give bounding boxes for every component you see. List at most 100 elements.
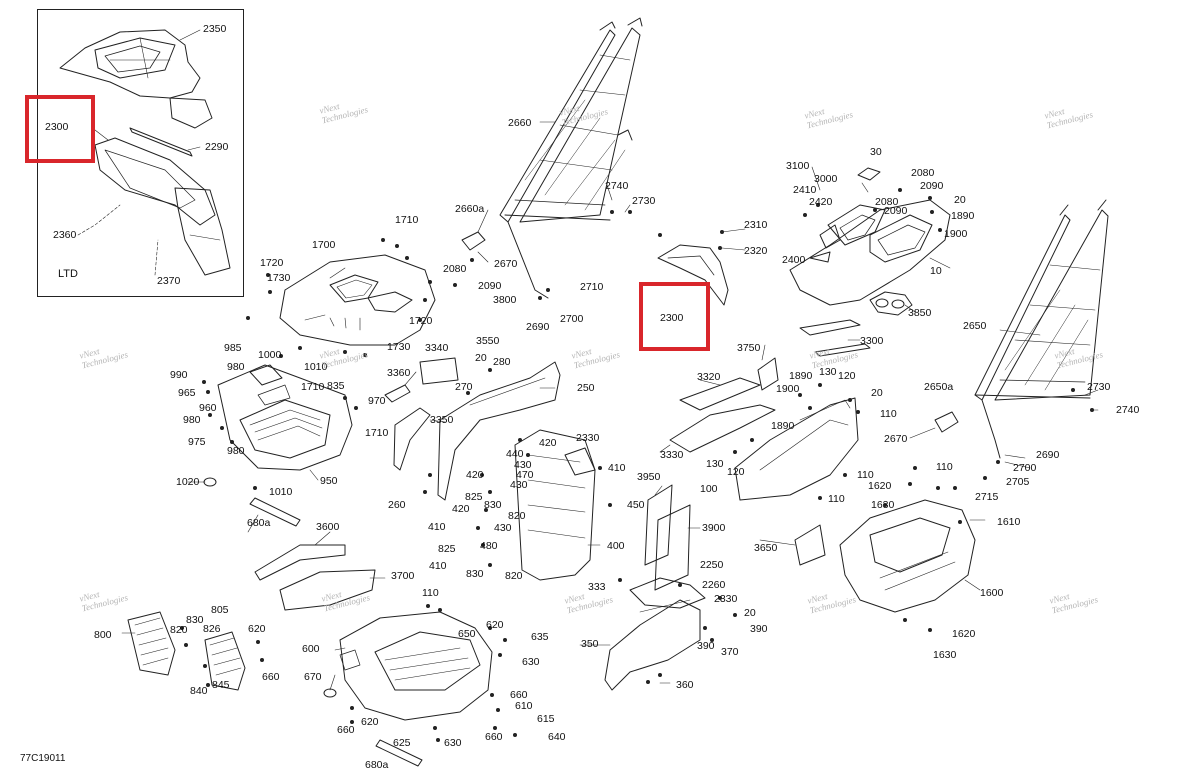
part-number-label: 1600 [980,587,1004,599]
part-number-label: 980 [227,361,245,373]
rubber-feet [203,477,337,698]
right-side-net-frame [974,199,1109,459]
part-number-label: 2360 [53,229,77,241]
part-3700-panel [279,569,376,611]
part-number-label: 825 [465,491,483,503]
part-number-label: 2300 [660,312,684,324]
part-number-label: 2090 [920,180,944,192]
inset-label-ltd: LTD [58,268,78,280]
part-number-label: 20 [954,194,966,206]
part-number-label: 3950 [637,471,661,483]
rear-bin-1600 [839,499,976,613]
part-number-label: 2710 [580,281,604,293]
part-number-label: 620 [361,716,379,728]
part-number-label: 660 [485,731,503,743]
inset-strip [129,127,193,157]
part-number-label: 2660a [455,203,485,215]
part-number-label: 410 [429,560,447,572]
part-number-label: 980 [227,445,245,457]
part-number-label: 660 [510,689,528,701]
part-number-label: 430 [514,459,532,471]
part-number-label: 120 [838,370,856,382]
part-number-label: 3800 [493,294,517,306]
part-number-label: 270 [455,381,473,393]
part-number-label: 2350 [203,23,227,35]
part-number-label: 620 [486,619,504,631]
part-number-label: 2370 [157,275,181,287]
part-number-label: 1730 [267,272,291,284]
storage-box-600 [339,611,493,721]
part-3850-cover [869,291,913,316]
part-number-label: 640 [548,731,566,743]
part-number-label: 1720 [409,315,433,327]
part-3300-strip [799,319,871,357]
part-number-label: 390 [697,640,715,652]
part-number-label: 2670 [494,258,518,270]
ltd-inset-frame [37,9,244,297]
part-number-label: 2330 [714,593,738,605]
part-number-label: 2080 [911,167,935,179]
footrest-800 [127,611,176,676]
part-number-label: 2730 [632,195,656,207]
part-number-label: 960 [199,402,217,414]
part-number-label: 2690 [1036,449,1060,461]
part-number-label: 3330 [660,449,684,461]
part-number-label: 2320 [744,245,768,257]
part-number-label: 3750 [737,342,761,354]
part-number-label: 3550 [476,335,500,347]
part-number-label: 610 [515,700,533,712]
part-number-label: 1010 [269,486,293,498]
part-680a-bar [249,497,423,767]
part-number-label: 2650 [963,320,987,332]
highlight-box-inset-2300 [25,95,95,163]
part-number-label: 1890 [789,370,813,382]
part-number-label: 820 [170,624,188,636]
highlight-box-main-2300 [639,282,710,351]
part-number-label: 826 [203,623,221,635]
part-number-label: 950 [320,475,338,487]
part-number-label: 2300 [45,121,69,133]
part-number-label: 1020 [176,476,200,488]
part-number-label: 1610 [997,516,1021,528]
part-number-label: 350 [581,638,599,650]
part-number-label: 830 [466,568,484,580]
part-2650a-bracket [934,411,959,433]
part-number-label: 20 [871,387,883,399]
part-number-label: 3340 [425,342,449,354]
part-3360-trim [384,384,411,403]
part-number-label: 110 [857,469,874,481]
seat-base-1700 [279,254,436,346]
part-number-label: 2420 [809,196,833,208]
part-number-label: 20 [744,607,756,619]
part-number-label: 660 [337,724,355,736]
part-number-label: 3900 [702,522,726,534]
part-number-label: 990 [170,369,188,381]
part-number-label: 635 [531,631,549,643]
part-number-label: 620 [248,623,266,635]
part-number-label: 2080 [875,196,899,208]
part-number-label: 820 [508,510,526,522]
part-number-label: 830 [186,614,204,626]
part-number-label: 2690 [526,321,550,333]
inset-leader-lines [77,29,201,276]
part-number-label: 1000 [258,349,282,361]
part-number-label: 3320 [697,371,721,383]
part-number-label: 2090 [478,280,502,292]
part-number-label: 420 [452,503,470,515]
left-side-net-frame [499,17,643,299]
part-number-label: 400 [607,540,625,552]
part-number-label: 10 [930,265,942,277]
part-number-label: 630 [444,737,462,749]
part-3320-strip [679,377,761,411]
part-number-label: 260 [388,499,406,511]
part-number-label: 120 [727,466,745,478]
part-3350-trim [393,407,431,471]
part-number-label: 1630 [933,649,957,661]
part-number-label: 2700 [560,313,584,325]
part-number-label: 2260 [702,579,726,591]
part-number-label: 2740 [605,180,629,192]
part-3340-strip [419,357,459,385]
part-number-label: 2740 [1116,404,1140,416]
part-number-label: 825 [438,543,456,555]
